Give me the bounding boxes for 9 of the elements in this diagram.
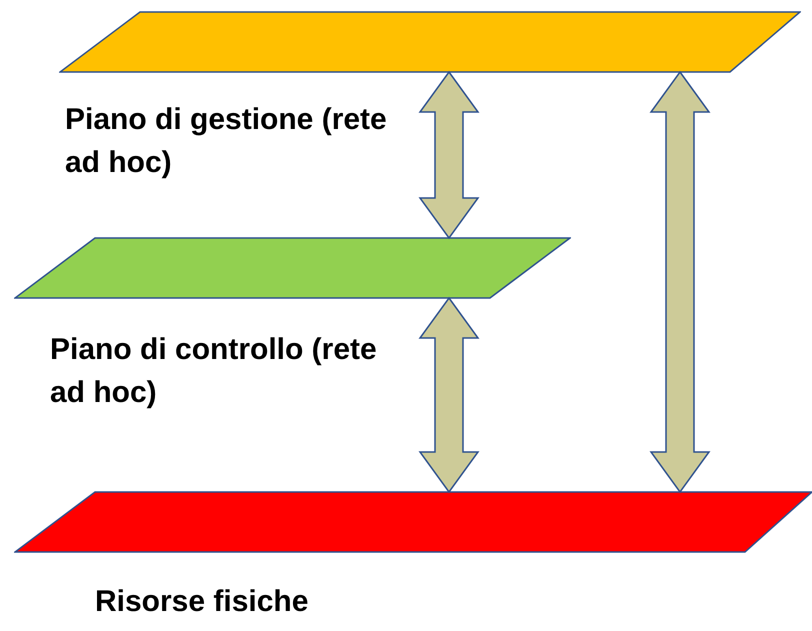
plane-parallelogram xyxy=(14,237,571,299)
double-arrow xyxy=(418,296,480,494)
plane-label: Risorse fisiche xyxy=(95,584,310,620)
double-arrow xyxy=(650,70,710,494)
double-arrow xyxy=(418,70,480,240)
plane-parallelogram xyxy=(59,11,801,73)
plane-label: Piano di controllo (rete ad hoc) xyxy=(50,332,378,411)
plane-label: Piano di gestione (rete ad hoc) xyxy=(65,102,388,181)
plane-parallelogram xyxy=(14,491,812,553)
